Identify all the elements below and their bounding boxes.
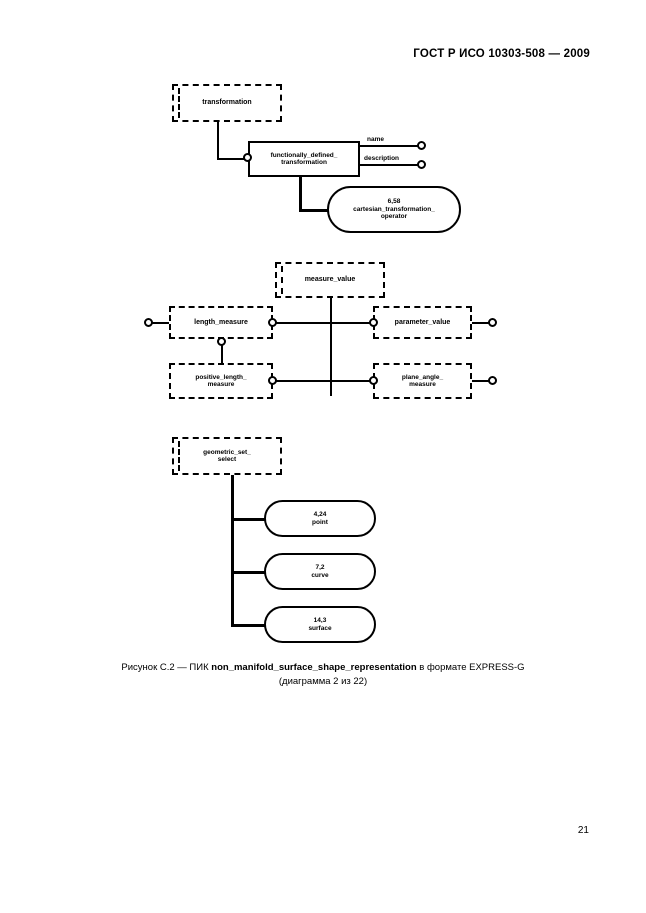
connector-attr-description (360, 164, 418, 166)
endpoint-circle-parameter-value-right (488, 318, 497, 327)
entity-ref-curve: 7,2 (315, 564, 325, 572)
entity-box-positive-length-measure[interactable]: positive_length_ measure (169, 363, 273, 399)
figure-caption-line2: (диаграмма 2 из 22) (278, 675, 368, 687)
attribute-endpoint-name (417, 141, 426, 150)
connector-parameter-value-right (472, 322, 490, 324)
entity-label-positive-length-line2: measure (207, 381, 235, 388)
entity-box-transformation[interactable]: transformation (172, 84, 282, 122)
entity-ref-cartesian-transformation-operator: 6,58 (387, 198, 401, 206)
connector-fdt-to-cartesian (299, 209, 331, 212)
entity-box-plane-angle-measure[interactable]: plane_angle_ measure (373, 363, 472, 399)
connector-row2-right (330, 380, 374, 382)
entity-label-geometric-set-line1: geometric_set_ (203, 448, 251, 456)
entity-label-cartesian-line1: cartesian_transformation_ (353, 205, 435, 213)
figure-caption: Рисунок С.2 — ПИК non_manifold_surface_s… (0, 661, 646, 689)
connector-attr-name (360, 145, 418, 147)
connector-branch-point (231, 518, 271, 521)
entity-label-transformation: transformation (202, 99, 252, 107)
attribute-endpoint-description (417, 160, 426, 169)
entity-label-geometric-set-line2: select (217, 456, 237, 463)
entity-oval-point[interactable]: 4,24 point (264, 500, 376, 537)
endpoint-circle-length-measure-left (144, 318, 153, 327)
figure-caption-prefix: Рисунок С.2 — ПИК (121, 662, 212, 673)
entity-box-functionally-defined-transformation[interactable]: functionally_defined_ transformation (248, 141, 360, 177)
entity-label-measure-value: measure_value (304, 276, 356, 284)
entity-box-parameter-value[interactable]: parameter_value (373, 306, 472, 339)
entity-label-parameter-value: parameter_value (394, 318, 451, 326)
connector-transformation-down (217, 122, 219, 160)
entity-label-plane-angle-line2: measure (409, 381, 436, 388)
connector-row1-left (272, 322, 330, 324)
entity-label-positive-length-line1: positive_length_ (195, 373, 247, 381)
entity-box-geometric-set-select[interactable]: geometric_set_ select (172, 437, 282, 475)
connector-geometric-set-trunk (231, 475, 234, 627)
connector-branch-surface (231, 624, 271, 627)
entity-oval-cartesian-transformation-operator[interactable]: 6,58 cartesian_transformation_ operator (327, 186, 461, 233)
attribute-label-description: description (363, 155, 401, 162)
entity-label-point: point (312, 518, 328, 526)
relationship-circle-parameter-value-left (369, 318, 378, 327)
entity-label-plane-angle-line1: plane_angle_ (401, 373, 444, 381)
figure-caption-line1: Рисунок С.2 — ПИК non_manifold_surface_s… (0, 661, 646, 675)
connector-fdt-down (299, 177, 302, 211)
entity-oval-curve[interactable]: 7,2 curve (264, 553, 376, 590)
attribute-label-name: name (366, 136, 385, 143)
connector-branch-curve (231, 571, 271, 574)
connector-plane-angle-right (472, 380, 490, 382)
connector-length-measure-left (152, 322, 171, 324)
connector-measure-value-trunk (330, 298, 332, 396)
entity-box-measure-value[interactable]: measure_value (275, 262, 385, 298)
connector-row2-left (272, 380, 330, 382)
document-header-title: ГОСТ Р ИСО 10303-508 — 2009 (413, 48, 590, 60)
relationship-circle-length-measure-right (268, 318, 277, 327)
relationship-circle-positive-length-right (268, 376, 277, 385)
connector-row1-right (330, 322, 374, 324)
page-number: 21 (577, 825, 589, 836)
relationship-circle-fdt-supertype (243, 153, 252, 162)
entity-oval-surface[interactable]: 14,3 surface (264, 606, 376, 643)
connector-transformation-right (217, 158, 245, 160)
entity-label-curve: curve (311, 571, 329, 579)
entity-label-surface: surface (308, 624, 332, 632)
entity-ref-surface: 14,3 (313, 617, 327, 625)
connector-length-to-positive-length (221, 345, 223, 363)
entity-label-length-measure: length_measure (194, 318, 248, 326)
relationship-circle-positive-length-supertype (217, 337, 226, 346)
endpoint-circle-plane-angle-right (488, 376, 497, 385)
entity-ref-point: 4,24 (313, 511, 327, 519)
figure-caption-suffix: в формате EXPRESS-G (416, 662, 525, 673)
entity-label-fdt-line1: functionally_defined_ (270, 151, 338, 159)
relationship-circle-plane-angle-left (369, 376, 378, 385)
entity-label-fdt-line2: transformation (281, 159, 327, 166)
entity-label-cartesian-line2: operator (380, 213, 408, 221)
entity-box-length-measure[interactable]: length_measure (169, 306, 273, 339)
figure-caption-entity: non_manifold_surface_shape_representatio… (211, 662, 417, 673)
